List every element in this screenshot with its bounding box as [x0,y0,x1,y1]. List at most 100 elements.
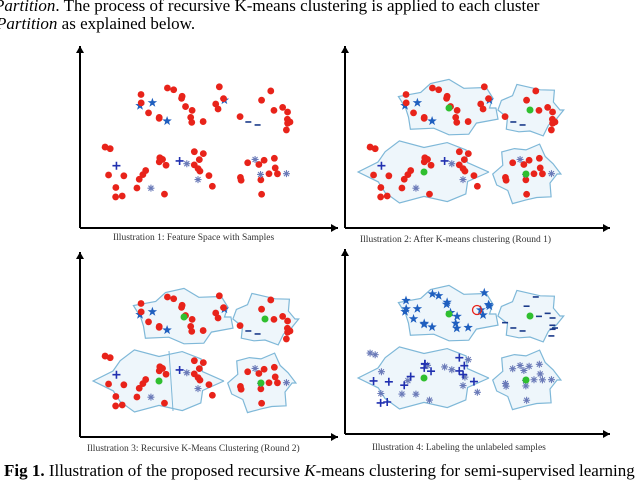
asterisk-sample [147,393,155,401]
x-axis-arrow [603,224,610,232]
unlabeled-sample [156,154,164,162]
asterisk-sample [424,361,432,369]
unlabeled-sample [544,103,552,111]
unlabeled-sample [420,114,428,122]
asterisk-sample [377,368,385,376]
unlabeled-sample [237,174,244,181]
unlabeled-sample [195,156,203,164]
unlabeled-sample [190,357,198,365]
asterisk-sample [183,160,191,168]
unlabeled-sample [402,91,410,98]
unlabeled-sample [265,170,273,178]
x-axis-arrow [331,433,338,441]
asterisk-sample [536,370,544,378]
star-sample [452,311,462,321]
unlabeled-sample [199,118,207,125]
unlabeled-sample [244,368,252,376]
star-sample [427,116,437,126]
y-axis-arrow [76,252,84,259]
y-axis-arrow [76,46,84,53]
centroid [526,106,534,114]
unlabeled-sample [178,301,186,309]
asterisk-sample [538,376,546,384]
plus-sample [455,353,464,362]
unlabeled-sample [410,109,417,117]
centroid [257,379,265,387]
unlabeled-sample [258,399,266,407]
unlabeled-sample [120,172,128,180]
unlabeled-sample [137,91,145,98]
star-sample [147,306,158,316]
unlabeled-sample [112,402,120,410]
asterisk-sample [461,373,469,381]
unlabeled-sample [187,322,195,330]
unlabeled-sample [260,156,268,164]
centroid [445,104,453,112]
asterisk-sample [459,382,467,390]
unlabeled-sample [236,113,244,121]
unlabeled-sample [271,373,279,381]
unlabeled-sample [377,193,385,201]
plus-sample [383,398,392,407]
star-sample [427,322,437,332]
centroid [420,168,428,176]
star-sample [162,116,172,126]
unlabeled-sample [137,300,145,307]
plus-sample [112,370,121,379]
figure-caption: Fig 1. Illustration of the proposed recu… [4,461,635,480]
unlabeled-sample [178,92,186,100]
asterisk-sample [525,362,533,370]
asterisk-sample [509,365,517,373]
asterisk-sample [523,396,531,404]
plus-sample [175,156,184,165]
unlabeled-sample [443,92,451,100]
unlabeled-sample [473,182,481,190]
unlabeled-sample [549,119,556,127]
unlabeled-sample [470,172,478,180]
asterisk-sample [520,366,528,374]
y-axis-arrow [341,249,349,256]
plus-sample [460,361,469,370]
asterisk-sample [501,379,509,387]
unlabeled-sample [101,143,109,151]
unlabeled-sample [199,359,207,367]
star-sample [412,303,423,313]
plus-sample [440,156,449,165]
unlabeled-sample [370,171,377,179]
asterisk-sample [464,356,472,364]
unlabeled-sample [270,363,278,371]
unlabeled-sample [282,335,290,343]
plus-sample [427,367,436,376]
star-sample [419,319,429,329]
unlabeled-sample [142,167,150,174]
asterisk-sample [183,369,191,377]
star-sample [401,295,411,305]
star-sample [476,305,486,314]
unlabeled-sample [137,99,145,107]
plus-sample [469,377,478,386]
unlabeled-sample [112,193,120,201]
unlabeled-sample [536,164,544,172]
asterisk-sample [366,349,374,357]
unlabeled-sample [279,312,287,320]
star-sample [408,313,419,323]
unlabeled-sample [398,184,406,192]
unlabeled-sample [366,143,374,151]
unlabeled-sample [270,154,278,162]
unlabeled-sample [133,184,141,192]
unlabeled-sample [194,165,202,173]
unlabeled-sample [236,322,244,330]
unlabeled-sample [182,103,189,110]
unlabeled-sample [453,106,461,114]
unlabeled-sample [142,376,150,383]
unlabeled-sample [455,148,463,156]
unlabeled-sample [170,295,178,303]
unlabeled-sample [237,383,244,390]
unlabeled-sample [133,393,141,401]
unlabeled-sample [118,192,126,200]
unlabeled-sample [452,113,460,121]
unlabeled-sample [135,384,143,392]
unlabeled-sample [464,118,472,125]
unlabeled-sample [523,190,531,198]
unlabeled-sample [214,314,222,322]
